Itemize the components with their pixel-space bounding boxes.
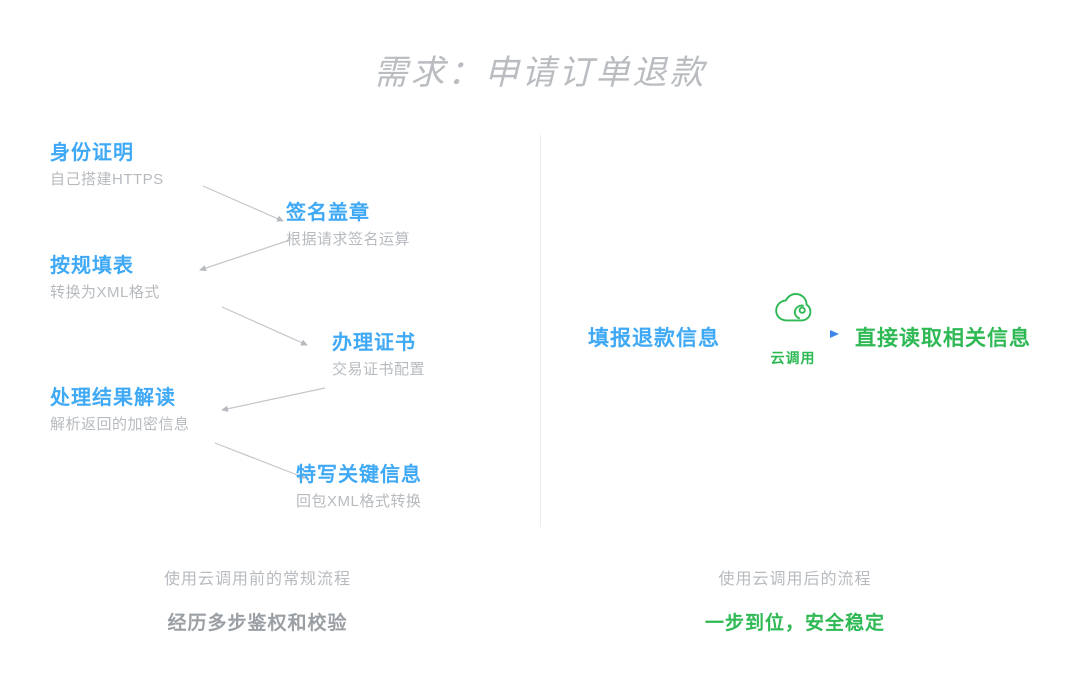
flow-step-certificate: 办理证书 交易证书配置 — [332, 330, 425, 382]
flow-step-title: 签名盖章 — [286, 202, 370, 224]
flow-step-title: 处理结果解读 — [50, 387, 176, 409]
caption-top-text: 使用云调用后的流程 — [718, 571, 872, 588]
flow-step-keyinfo: 特写关键信息 回包XML格式转换 — [296, 462, 422, 514]
caption-bottom-text: 经历多步鉴权和校验 — [167, 613, 348, 634]
caption-bottom-text: 一步到位，安全稳定 — [704, 613, 885, 634]
flow-step-subtitle: 转换为XML格式 — [50, 284, 160, 301]
flow-step-result: 处理结果解读 解析返回的加密信息 — [50, 385, 190, 437]
flow-step-title: 身份证明 — [50, 142, 134, 164]
connector-3 — [221, 306, 308, 346]
connector-1 — [202, 185, 284, 222]
flow-step-form: 按规填表 转换为XML格式 — [50, 253, 160, 305]
column-divider — [540, 135, 541, 527]
connector-4 — [221, 387, 326, 412]
flow-step-subtitle: 交易证书配置 — [332, 361, 426, 378]
flow-step-subtitle: 根据请求签名运算 — [286, 231, 411, 248]
cloud-swirl-icon — [774, 293, 812, 323]
cloud-flow-from-label: 填报退款信息 — [588, 327, 720, 350]
flow-step-identity: 身份证明 自己搭建HTTPS — [50, 140, 164, 192]
flow-step-subtitle: 解析返回的加密信息 — [50, 416, 190, 433]
flow-step-title: 按规填表 — [50, 255, 134, 277]
cloud-flow-arrow-label: 云调用 — [770, 350, 816, 366]
caption-after-cloud: 使用云调用后的流程 一步到位，安全稳定 — [645, 568, 945, 638]
connector-5 — [214, 442, 306, 479]
flow-step-subtitle: 回包XML格式转换 — [296, 493, 422, 510]
cloud-flow-to-label: 直接读取相关信息 — [855, 327, 1031, 350]
flow-step-signature: 签名盖章 根据请求签名运算 — [286, 200, 410, 252]
flow-step-subtitle: 自己搭建HTTPS — [50, 171, 164, 188]
connector-2 — [199, 239, 291, 272]
flow-step-title: 特写关键信息 — [296, 464, 422, 486]
caption-before-cloud: 使用云调用前的常规流程 经历多步鉴权和校验 — [105, 568, 410, 638]
flow-step-title: 办理证书 — [332, 332, 416, 354]
caption-top-text: 使用云调用前的常规流程 — [163, 571, 351, 588]
page-title: 需求：申请订单退款 — [373, 54, 707, 92]
